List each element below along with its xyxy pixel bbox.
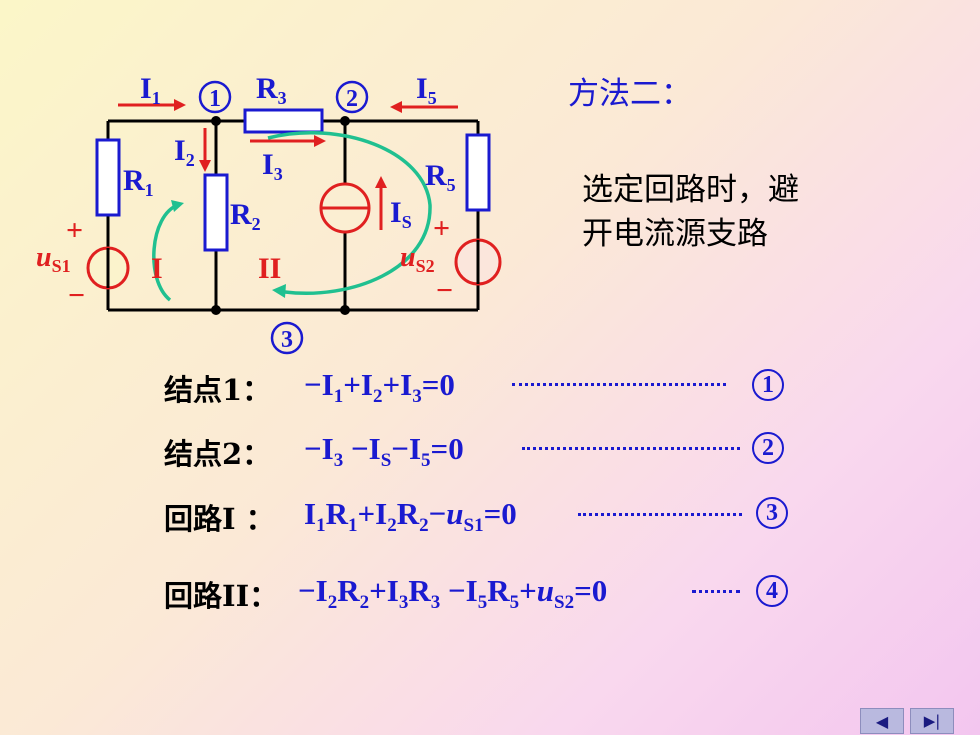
resistor-r1 — [95, 138, 121, 217]
equation-label: 结点1： — [164, 373, 272, 407]
equation-row-3: 回路I ： I1R1+I2R2−uS1=0 — [164, 495, 517, 539]
label-i3: I3 — [262, 148, 283, 184]
equation-row-1: 结点1： −I1+I2+I3=0 — [164, 366, 455, 410]
svg-text:2: 2 — [346, 86, 358, 112]
circuit-diagram: 1 2 3 I1 R3 I5 I2 I3 R1 R2 R5 IS I II — [36, 72, 502, 355]
equation-row-2: 结点2： −I3 −IS−I5=0 — [164, 430, 464, 474]
equation-body: −I1+I2+I3=0 — [304, 367, 455, 408]
dotted-leader — [512, 383, 726, 386]
svg-text:1: 1 — [209, 86, 221, 112]
note-line-2: 开电流源支路 — [582, 216, 768, 252]
label-i2: I2 — [174, 134, 195, 170]
equation-number-1: 1 — [752, 369, 784, 401]
label-loop-i: I — [151, 252, 163, 285]
arrow-is-icon — [375, 176, 387, 230]
dotted-leader — [692, 590, 740, 593]
loop-i-arrow-icon — [152, 200, 184, 302]
us1-plus: + — [66, 214, 83, 247]
equation-body: I1R1+I2R2−uS1=0 — [304, 496, 517, 537]
label-r3: R3 — [256, 72, 287, 108]
label-r5: R5 — [425, 159, 456, 195]
label-r1: R1 — [123, 164, 154, 200]
label-is: IS — [390, 196, 412, 232]
resistor-r5 — [465, 133, 491, 212]
note-text: 选定回路时，避 开电流源支路 — [582, 168, 799, 256]
equation-label: 回路I ： — [164, 502, 275, 536]
label-r2: R2 — [230, 198, 261, 234]
arrow-i3-icon — [250, 135, 326, 147]
skip-end-icon: ▶| — [923, 712, 941, 730]
equation-label: 回路II： — [164, 579, 279, 613]
resistor-r3 — [243, 108, 324, 134]
label-us2: uS2 — [400, 242, 435, 276]
resistor-r2 — [203, 173, 229, 252]
label-us1: uS1 — [36, 242, 71, 276]
triangle-left-icon: ◀ — [875, 711, 889, 731]
equation-body: −I2R2+I3R3 −I5R5+uS2=0 — [298, 573, 608, 614]
equation-number-2: 2 — [752, 432, 784, 464]
us2-minus: − — [436, 274, 453, 307]
node-marker-1: 1 — [198, 80, 232, 114]
current-source-is — [319, 182, 371, 234]
us1-minus: − — [68, 279, 85, 312]
arrow-i2-icon — [199, 128, 211, 172]
prev-slide-button[interactable]: ◀ — [860, 708, 904, 734]
node-marker-2: 2 — [335, 80, 369, 114]
dotted-leader — [522, 447, 740, 450]
equation-label: 结点2： — [164, 437, 272, 471]
last-slide-button[interactable]: ▶| — [910, 708, 954, 734]
label-loop-ii: II — [258, 252, 281, 285]
method-title: 方法二： — [568, 76, 692, 112]
note-line-1: 选定回路时，避 — [582, 172, 799, 208]
arrow-i5-icon — [390, 101, 458, 113]
label-i1: I1 — [140, 72, 161, 108]
equation-number-3: 3 — [756, 497, 788, 529]
voltage-source-us1 — [86, 246, 130, 290]
us2-plus: + — [433, 212, 450, 245]
svg-text:3: 3 — [281, 327, 293, 353]
equation-row-4: 回路II： −I2R2+I3R3 −I5R5+uS2=0 — [164, 572, 607, 616]
equation-body: −I3 −IS−I5=0 — [304, 431, 464, 472]
voltage-source-us2 — [454, 238, 502, 286]
loop-ii-arrow-icon — [267, 131, 432, 298]
label-i5: I5 — [416, 72, 437, 108]
equation-number-4: 4 — [756, 575, 788, 607]
arrow-i1-icon — [118, 99, 186, 111]
circuit-nodes — [211, 116, 350, 315]
dotted-leader — [578, 513, 742, 516]
node-marker-3: 3 — [270, 321, 304, 355]
